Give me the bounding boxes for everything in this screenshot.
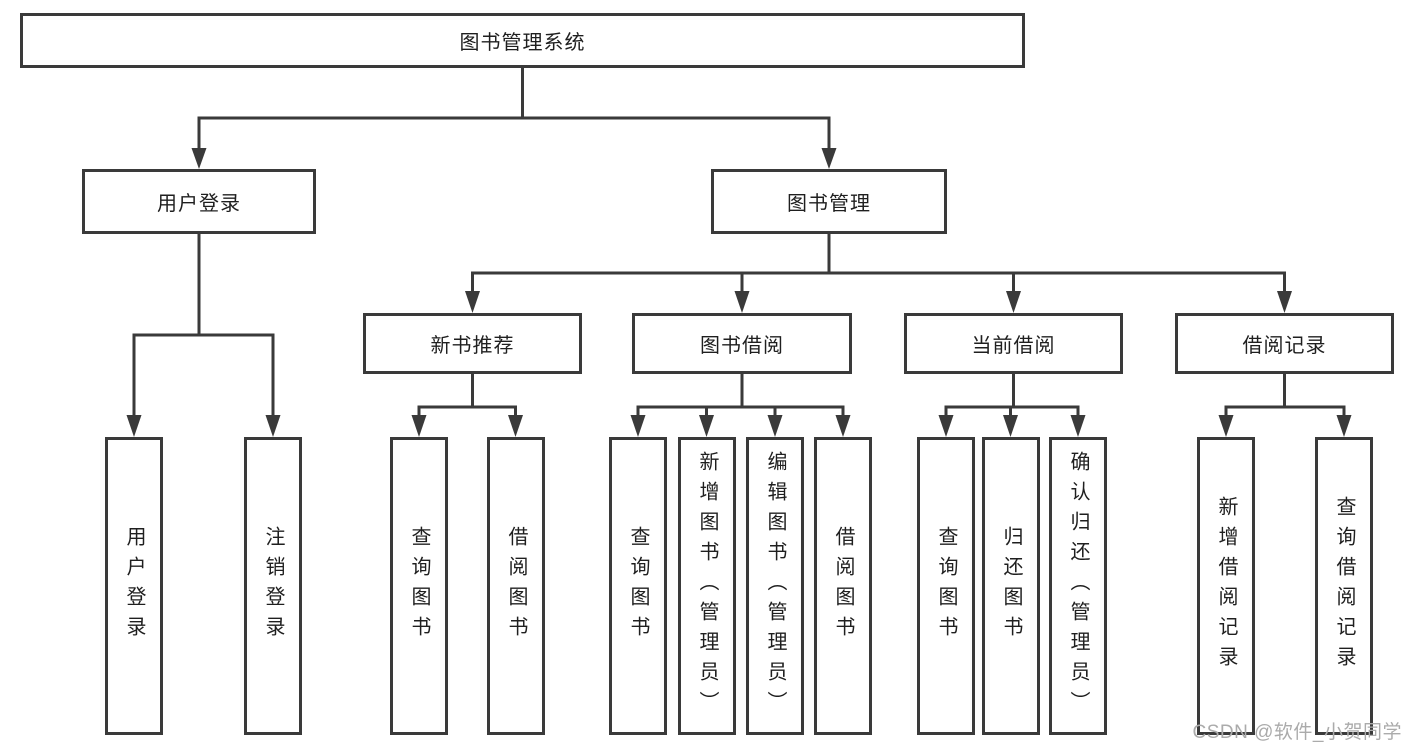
node-new-book-rec: 新书推荐	[363, 313, 582, 374]
node-leaf-query-book-under-book-borrow: 查询图书	[609, 437, 667, 735]
connector-book-mgmt-to-level3	[465, 232, 1292, 313]
node-leaf-query-book-under-new-book-rec: 查询图书	[390, 437, 448, 735]
node-leaf-user-login-label: 用户登录	[123, 526, 145, 646]
node-leaf-borrow-book-under-new-book-rec-label: 借阅图书	[505, 526, 527, 646]
node-borrow-record-label: 借阅记录	[1242, 335, 1327, 357]
node-book-mgmt-label: 图书管理	[787, 193, 871, 215]
node-current-borrow: 当前借阅	[904, 313, 1123, 374]
node-leaf-edit-book-admin-label: 编辑图书（管理员）	[764, 451, 786, 721]
node-root: 图书管理系统	[20, 13, 1025, 68]
node-leaf-borrow-book-under-book-borrow-label: 借阅图书	[832, 526, 854, 646]
node-leaf-borrow-book-under-book-borrow: 借阅图书	[814, 437, 872, 735]
connector-root-to-level2	[191, 66, 837, 169]
node-leaf-return-book: 归还图书	[982, 437, 1040, 735]
node-root-label: 图书管理系统	[459, 32, 586, 54]
node-leaf-query-book-under-book-borrow-label: 查询图书	[627, 526, 649, 646]
node-leaf-add-borrow-record: 新增借阅记录	[1197, 437, 1255, 735]
node-leaf-query-book-under-current-borrow: 查询图书	[917, 437, 975, 735]
connector-current-borrow-to-leaves	[938, 372, 1086, 437]
node-borrow-record: 借阅记录	[1175, 313, 1394, 374]
node-leaf-edit-book-admin: 编辑图书（管理员）	[746, 437, 804, 735]
node-leaf-query-book-under-new-book-rec-label: 查询图书	[408, 526, 430, 646]
node-leaf-add-book-admin-label: 新增图书（管理员）	[696, 451, 718, 721]
node-leaf-query-book-under-current-borrow-label: 查询图书	[935, 526, 957, 646]
node-leaf-add-borrow-record-label: 新增借阅记录	[1215, 496, 1237, 676]
node-book-borrow-label: 图书借阅	[700, 335, 784, 357]
node-leaf-confirm-return-admin-label: 确认归还（管理员）	[1067, 451, 1089, 721]
connector-book-borrow-to-leaves	[630, 372, 851, 437]
node-new-book-rec-label: 新书推荐	[430, 335, 515, 357]
node-leaf-add-book-admin: 新增图书（管理员）	[678, 437, 736, 735]
node-user-login: 用户登录	[82, 169, 316, 234]
node-book-borrow: 图书借阅	[632, 313, 852, 374]
csdn-watermark: CSDN @软件_小贺同学	[1192, 722, 1402, 743]
node-leaf-user-login: 用户登录	[105, 437, 163, 735]
node-leaf-query-borrow-record: 查询借阅记录	[1315, 437, 1373, 735]
node-leaf-query-borrow-record-label: 查询借阅记录	[1333, 496, 1355, 676]
node-leaf-logout-label: 注销登录	[262, 526, 284, 646]
node-leaf-logout: 注销登录	[244, 437, 302, 735]
node-current-borrow-label: 当前借阅	[971, 335, 1056, 357]
node-book-mgmt: 图书管理	[711, 169, 947, 234]
connector-new-book-rec-to-leaves	[411, 372, 523, 437]
node-user-login-label: 用户登录	[157, 193, 241, 215]
connector-user-login-to-leaves	[126, 232, 281, 437]
node-leaf-borrow-book-under-new-book-rec: 借阅图书	[487, 437, 545, 735]
node-leaf-return-book-label: 归还图书	[1000, 526, 1022, 646]
node-leaf-confirm-return-admin: 确认归还（管理员）	[1049, 437, 1107, 735]
connector-borrow-record-to-leaves	[1218, 372, 1352, 437]
